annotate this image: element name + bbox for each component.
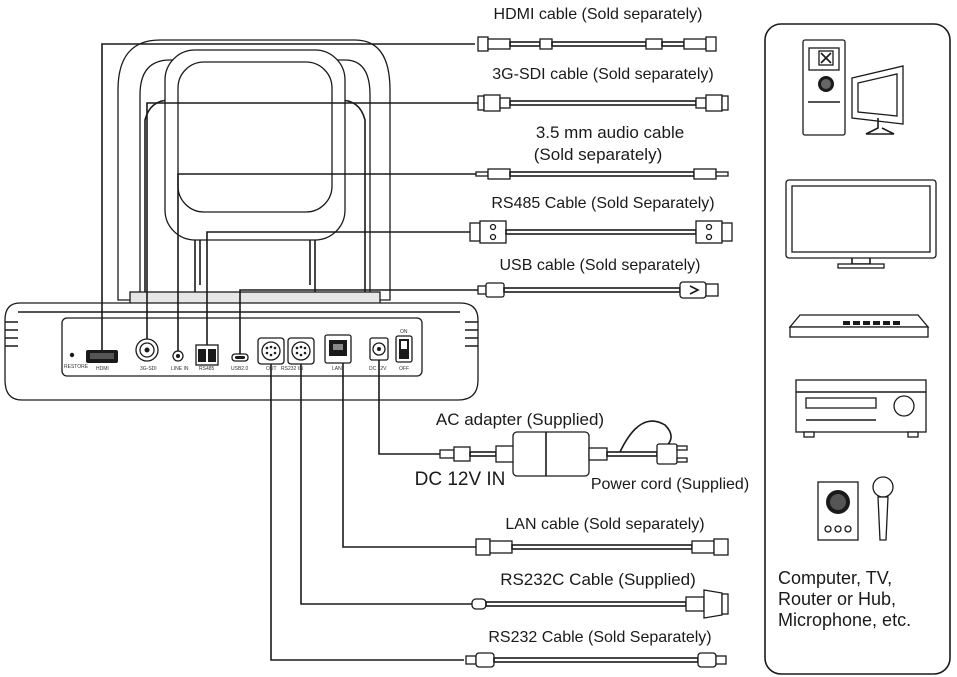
rs232-cable-label: RS232 Cable (Sold Separately) [488,629,711,646]
audio-cable-label-line1: 3.5 mm audio cable [536,123,684,142]
lan-cable-label: LAN cable (Sold separately) [505,516,704,533]
devices-description: Computer, TV, Router or Hub, Microphone,… [778,568,956,631]
rs485-cable [469,220,733,244]
port-label-rs232: RS232 [281,366,297,372]
sdi-leader-line [146,102,478,339]
port-label-hdmi: HDMI [96,366,109,372]
rs232c-cable-label: RS232C Cable (Supplied) [500,570,696,589]
router-icon [788,314,930,338]
audio-leader-line [177,173,476,351]
devices-line-3: Microphone, etc. [778,610,912,630]
ac-adapter-label: AC adapter (Supplied) [436,410,604,429]
sdi-port [135,338,159,362]
hdmi-cable-label: HDMI cable (Sold separately) [494,6,703,23]
leader-lines [101,43,478,661]
rs485-port [195,344,219,366]
port-label-dc: DC 12V [369,366,387,372]
rs232-out-port [257,337,285,365]
dc-in-label: DC 12V IN [415,469,506,490]
microphone-icon [817,476,894,541]
lan-cable [475,538,729,556]
power-switch [395,335,413,363]
sdi-cable [477,94,729,112]
hdmi-leader-line [101,43,475,351]
port-label-restore: RESTORE [64,364,89,370]
devices-line-2: Router or Hub, [778,589,897,609]
sdi-cable-label: 3G-SDI cable (Sold separately) [492,66,713,83]
usb-leader-line [239,289,478,354]
usb-cable [477,281,719,299]
port-label-off: OFF [399,366,409,372]
hdmi-cable [477,36,717,52]
rs232c-leader-line [300,364,472,605]
rs232-leader-line [270,364,464,661]
port-label-lan: LAN [332,366,342,372]
usb-cable-label: USB cable (Sold separately) [500,257,701,274]
rs232c-cable [471,589,729,619]
camera-rear-view: RESTORE HDMI 3G-SDI LINE IN RS485 [4,39,479,401]
port-label-on: ON [400,329,408,335]
receiver-icon [795,379,927,438]
audio-cable [475,168,729,180]
hdmi-port [86,350,118,363]
usb-port [231,353,249,362]
rs485-cable-label: RS485 Cable (Sold Separately) [491,195,714,212]
devices-line-1: Computer, TV, [778,568,893,588]
restore-button [69,352,75,358]
ac-adapter [439,420,688,477]
line-in-port [172,350,184,362]
dc-leader-line [378,360,440,455]
tv-icon [785,179,937,269]
port-label-rs485: RS485 [199,366,215,372]
port-label-sdi: 3G-SDI [140,366,157,372]
rs485-leader-line [206,231,470,345]
rs232-cable [465,652,727,668]
dc-port [369,337,389,361]
lan-leader-line [342,363,476,548]
rs232-in-port [287,337,315,365]
power-cord-label: Power cord (Supplied) [591,476,749,493]
lan-port [324,334,352,364]
audio-cable-label-line2: (Sold separately) [534,145,663,164]
computer-icon [802,39,904,136]
port-label-line-in: LINE IN [171,366,189,372]
port-label-usb: USB2.0 [231,366,248,372]
